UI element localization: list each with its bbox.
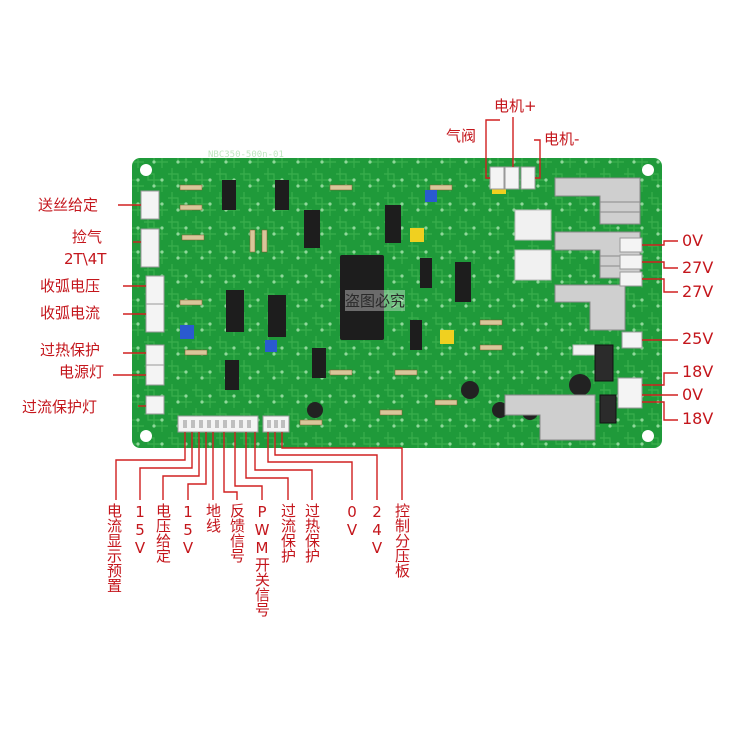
label-motor-plus: 电机+	[494, 97, 537, 115]
label-right-18v-b: 18V	[682, 409, 714, 428]
label-bottom-15v-b: 15V	[179, 503, 197, 557]
relays	[514, 209, 600, 356]
label-bottom-overheat: 过热保护	[303, 503, 321, 563]
resistors	[179, 184, 503, 426]
heatsinks	[504, 177, 641, 441]
label-motor-minus: 电机-	[544, 130, 580, 148]
label-right-18v-a: 18V	[682, 362, 714, 381]
label-current-preset: 电流显示预置	[105, 503, 123, 593]
label-crater-voltage: 收弧电压	[40, 277, 101, 295]
label-bottom-overcurrent: 过流保护	[279, 503, 297, 563]
label-feedback: 反馈信号	[228, 503, 246, 563]
label-ground: 地线	[204, 503, 222, 533]
label-overheat-protect: 过热保护	[40, 341, 101, 359]
leader-lines	[113, 117, 678, 500]
label-right-25v: 25V	[682, 329, 714, 348]
label-crater-current: 收弧电流	[40, 304, 101, 322]
label-right-0v-a: 0V	[682, 231, 704, 250]
label-power-light: 电源灯	[59, 363, 105, 381]
label-pwm-switch: PWM开关信号	[253, 503, 271, 617]
label-bottom-0v: 0V	[343, 503, 361, 539]
label-bottom-15v-a: 15V	[131, 503, 149, 557]
board-model-silkscreen: NBC350-500n-01	[208, 150, 284, 160]
watermark: 盗图必究	[345, 290, 406, 311]
label-wire-feed: 送丝给定	[38, 196, 99, 214]
connector-pins	[183, 420, 285, 428]
label-bottom-24v: 24V	[368, 503, 386, 557]
label-right-27v-a: 27V	[682, 258, 714, 277]
label-right-27v-b: 27V	[682, 282, 714, 301]
ic-chips	[222, 180, 471, 390]
label-mode-2t4t: 2T\4T	[64, 250, 107, 268]
label-right-0v-b: 0V	[682, 385, 704, 404]
label-divider-board: 控制分压板	[393, 503, 411, 578]
label-overcurrent-light: 过流保护灯	[22, 398, 98, 416]
label-gas-check: 捡气	[72, 228, 103, 246]
label-gas-valve: 气阀	[446, 127, 477, 145]
label-voltage-set: 电压给定	[154, 503, 172, 563]
